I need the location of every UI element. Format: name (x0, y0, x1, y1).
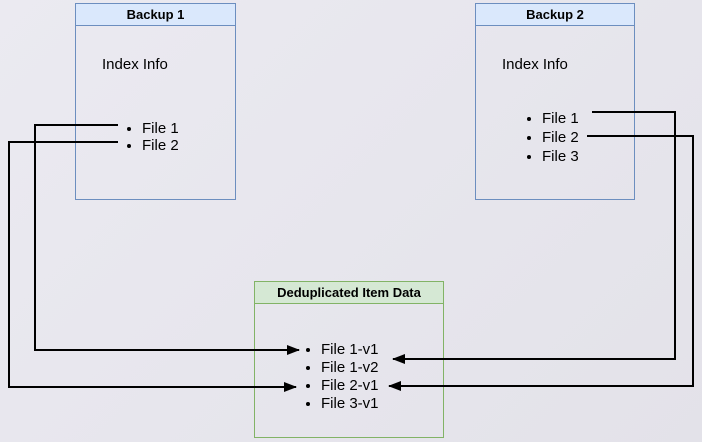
backup1-file-item: File 2 (142, 137, 179, 154)
dedup-item: File 1-v2 (321, 359, 379, 377)
backup2-file-item: File 2 (542, 128, 579, 147)
backup2-file-item: File 1 (542, 109, 579, 128)
backup1-index-info-label: Index Info (102, 56, 168, 73)
backup1-file-item: File 1 (142, 120, 179, 137)
backup1-title: Backup 1 (76, 4, 235, 26)
dedup-item: File 3-v1 (321, 395, 379, 413)
deduplicated-item-data-box: Deduplicated Item Data File 1-v1 File 1-… (254, 281, 444, 438)
dedup-item-list: File 1-v1 File 1-v2 File 2-v1 File 3-v1 (255, 341, 379, 413)
backup2-index-info-label: Index Info (502, 56, 568, 73)
backup2-title: Backup 2 (476, 4, 634, 26)
backup2-file-item: File 3 (542, 147, 579, 166)
backup1-file-list: File 1 File 2 (76, 120, 179, 154)
backup2-box: Backup 2 Index Info File 1 File 2 File 3 (475, 3, 635, 200)
backup1-box: Backup 1 Index Info File 1 File 2 (75, 3, 236, 200)
backup2-file-list: File 1 File 2 File 3 (476, 109, 579, 166)
dedup-item: File 2-v1 (321, 377, 379, 395)
dedup-item: File 1-v1 (321, 341, 379, 359)
deduplicated-item-data-title: Deduplicated Item Data (255, 282, 443, 304)
